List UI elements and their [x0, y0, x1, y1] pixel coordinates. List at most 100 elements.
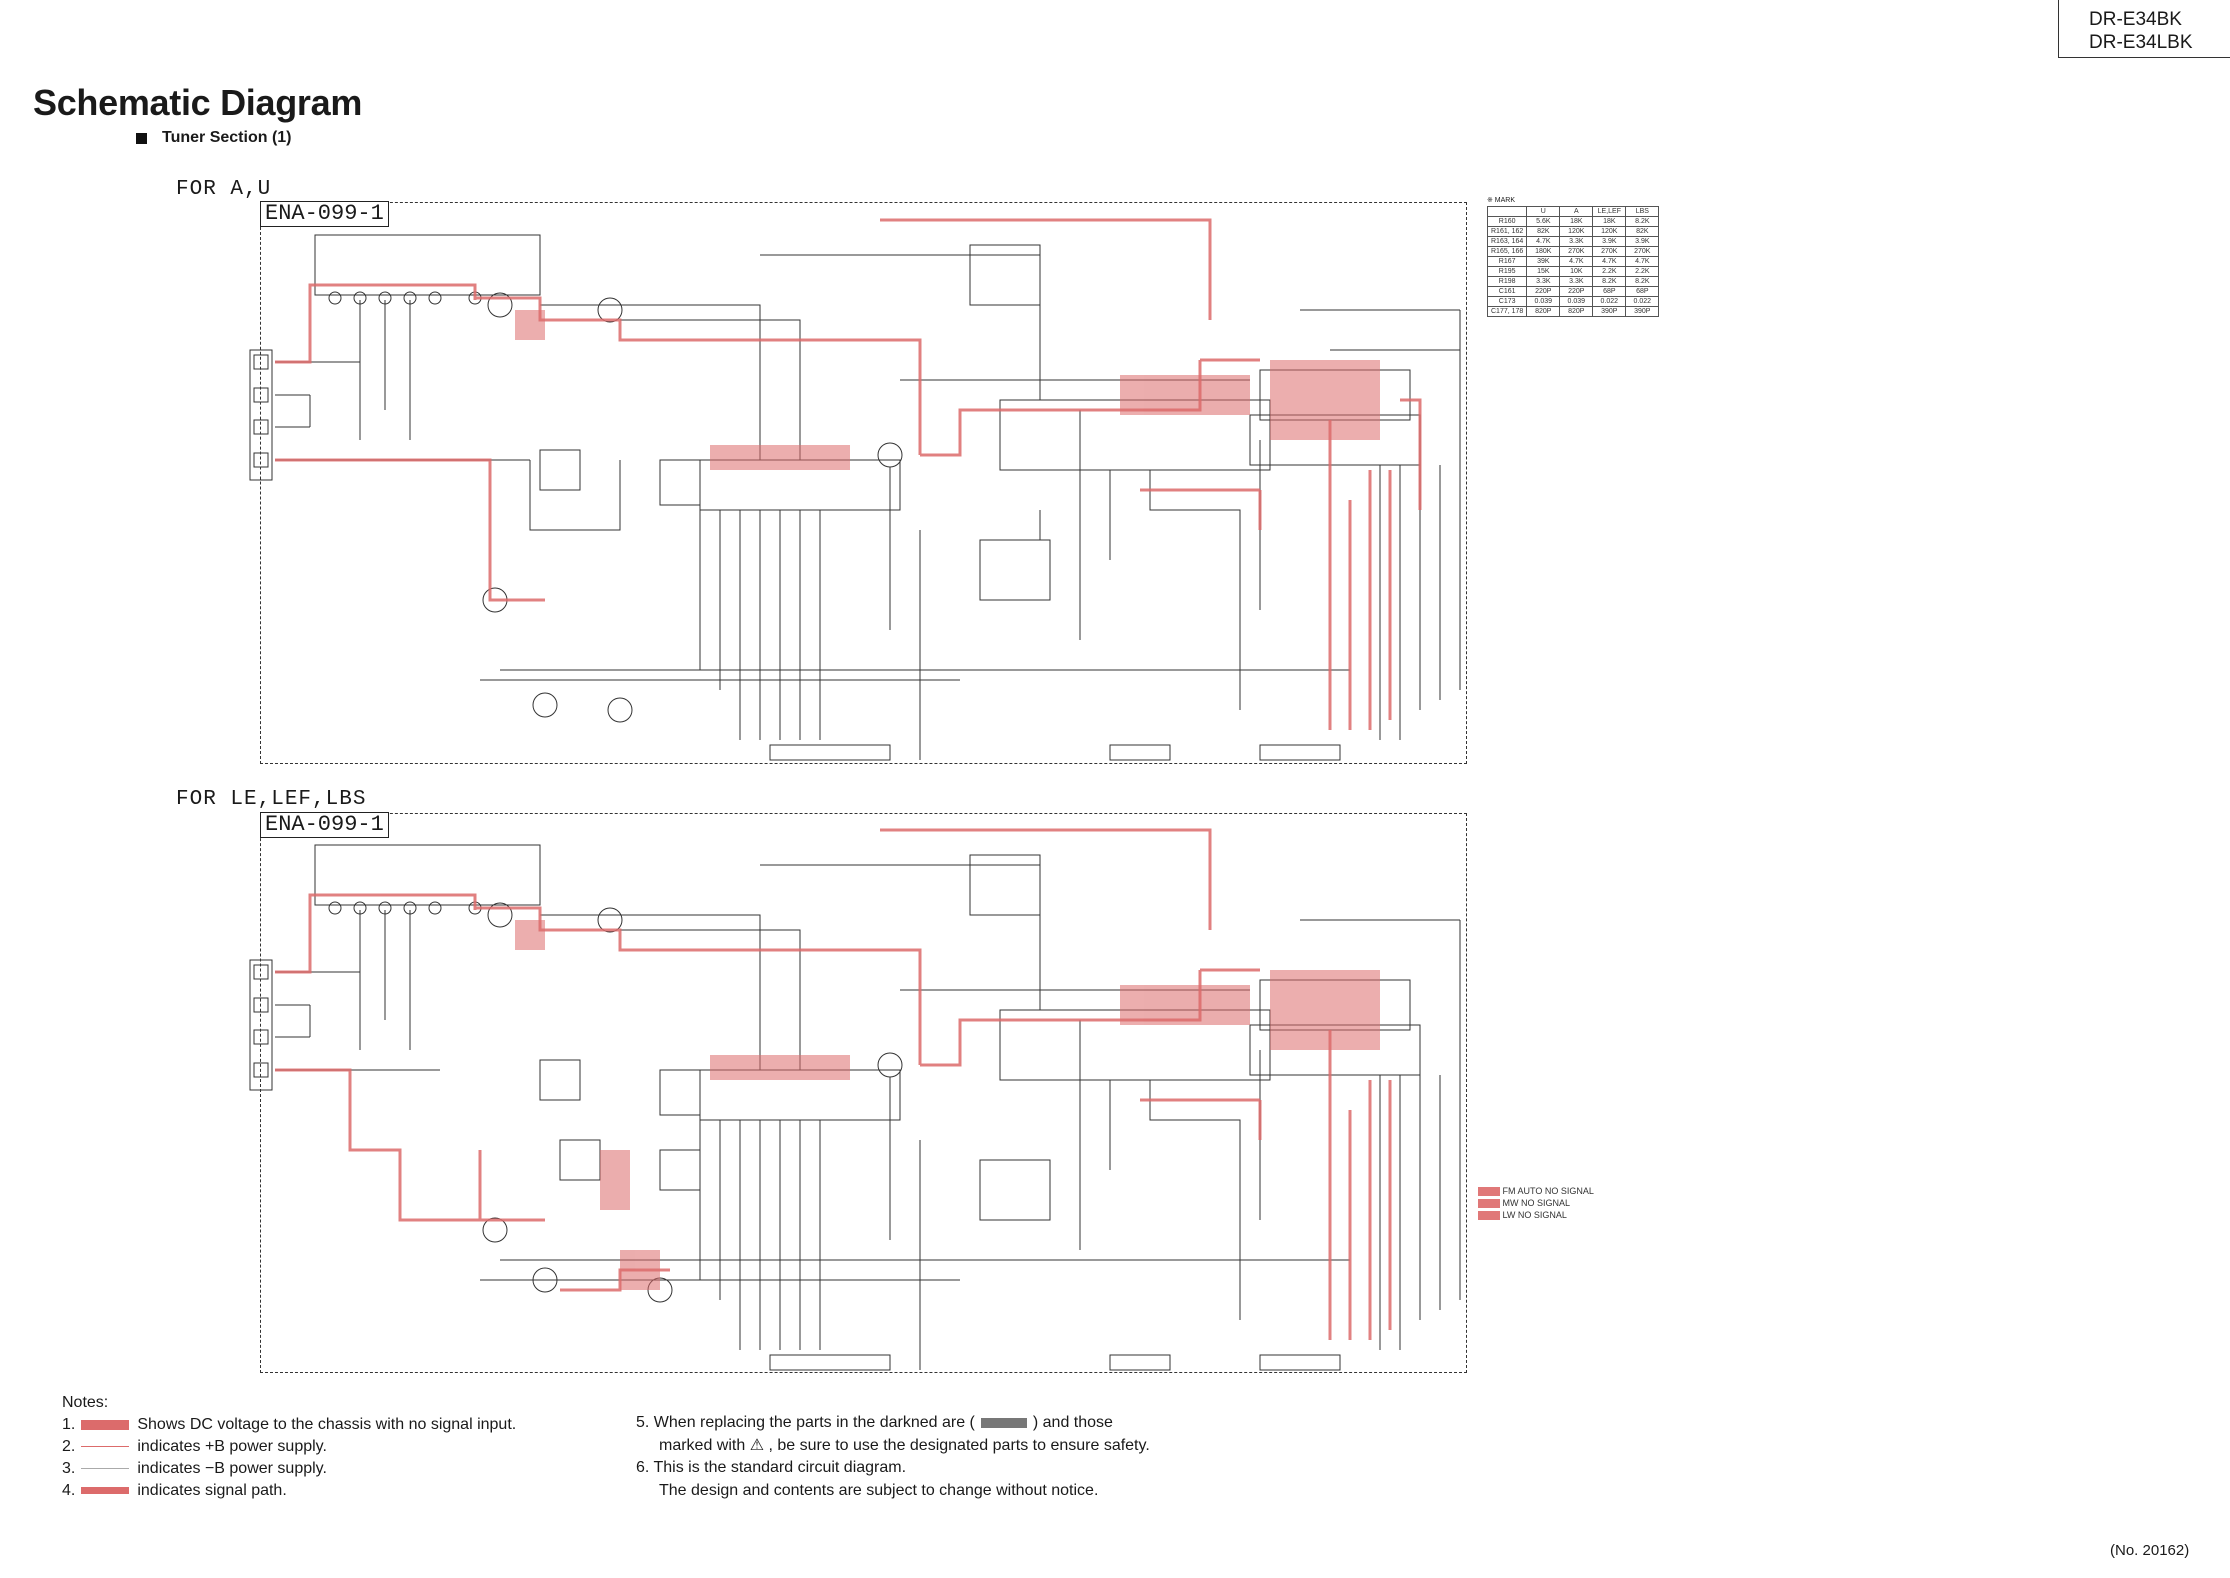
table-cell: 15K	[1526, 266, 1561, 277]
mark-table-caption: ※ MARK	[1487, 197, 1516, 204]
table-cell: R165, 166	[1486, 246, 1528, 257]
note-item: 4. indicates signal path.	[62, 1480, 516, 1502]
model-number-box: DR-E34BK DR-E34LBK	[2058, 0, 2230, 58]
legend-swatch	[1478, 1199, 1500, 1209]
table-cell: 5.6K	[1526, 216, 1561, 227]
table-cell: 270K	[1625, 246, 1660, 257]
note-number: 3.	[62, 1460, 76, 1477]
table-cell: 8.2K	[1592, 276, 1627, 287]
board-label-au: ENA-099-1	[260, 201, 389, 227]
note-text: indicates −B power supply.	[137, 1460, 327, 1477]
table-cell: 2.2K	[1625, 266, 1660, 277]
signal-legend: FM AUTO NO SIGNAL MW NO SIGNAL LW NO SIG…	[1478, 1185, 1594, 1221]
table-cell: 68P	[1592, 286, 1627, 297]
table-cell: 4.7K	[1559, 256, 1594, 267]
note-item: 5. When replacing the parts in the darkn…	[636, 1412, 1150, 1435]
table-cell: 82K	[1625, 226, 1660, 237]
note-item: 3. indicates −B power supply.	[62, 1458, 516, 1480]
table-header-cell: A	[1559, 206, 1594, 217]
minus-b-line-swatch	[81, 1468, 130, 1470]
table-cell: R167	[1486, 256, 1528, 267]
notes-heading: Notes:	[62, 1394, 109, 1411]
table-cell: 4.7K	[1592, 256, 1627, 267]
note-text: indicates +B power supply.	[137, 1438, 327, 1455]
table-cell: 82K	[1526, 226, 1561, 237]
notes-block-right: 5. When replacing the parts in the darkn…	[636, 1412, 1150, 1502]
note-number: 4.	[62, 1482, 76, 1499]
table-cell: 0.022	[1592, 296, 1627, 307]
darkened-area-swatch	[980, 1417, 1027, 1428]
note-number: 5.	[636, 1414, 650, 1431]
section-title: Tuner Section (1)	[162, 129, 292, 146]
table-cell: 3.3K	[1559, 236, 1594, 247]
table-cell: R195	[1486, 266, 1528, 277]
table-cell: 270K	[1592, 246, 1627, 257]
table-cell: R161, 162	[1486, 226, 1528, 237]
table-cell: 820P	[1526, 306, 1561, 317]
table-cell: 0.039	[1559, 296, 1594, 307]
table-row: U A LE,LEF LBS	[1486, 206, 1660, 217]
board-frame-au	[260, 202, 1467, 764]
table-cell: 4.7K	[1526, 236, 1561, 247]
note-text: The design and contents are subject to c…	[659, 1481, 1099, 1499]
table-cell: 390P	[1592, 306, 1627, 317]
note-text: When replacing the parts in the darkned …	[653, 1414, 975, 1431]
note-text: This is the standard circuit diagram.	[653, 1459, 907, 1476]
table-cell: 8.2K	[1625, 276, 1660, 287]
table-cell: 4.7K	[1625, 256, 1660, 267]
note-text: Shows DC voltage to the chassis with no …	[137, 1416, 517, 1433]
region-label-le: FOR LE,LEF,LBS	[176, 788, 367, 811]
table-cell: R163, 164	[1486, 236, 1528, 247]
table-cell: 180K	[1526, 246, 1561, 257]
table-cell: 18K	[1592, 216, 1627, 227]
table-cell: 0.022	[1625, 296, 1660, 307]
table-cell: 3.3K	[1559, 276, 1594, 287]
table-cell: 10K	[1559, 266, 1594, 277]
legend-label: FM AUTO NO SIGNAL	[1502, 1186, 1594, 1196]
schematic-drawing-au	[249, 218, 1461, 761]
note-item: 2. indicates +B power supply.	[62, 1436, 516, 1458]
note-number: 1.	[62, 1416, 76, 1433]
legend-row: LW NO SIGNAL	[1478, 1209, 1594, 1221]
table-cell: R198	[1486, 276, 1528, 287]
legend-swatch	[1478, 1187, 1500, 1197]
note-text: ) and those	[1032, 1414, 1113, 1431]
table-cell: 0.039	[1526, 296, 1561, 307]
table-cell: 3.3K	[1526, 276, 1561, 287]
page-title: Schematic Diagram	[33, 82, 363, 123]
note-text: marked with ⚠ , be sure to use the desig…	[659, 1436, 1150, 1454]
note-text: indicates signal path.	[137, 1482, 287, 1499]
table-cell: 3.9K	[1592, 236, 1627, 247]
document-number: (No. 20162)	[2110, 1542, 2190, 1559]
table-cell: R160	[1486, 216, 1528, 227]
section-bullet-icon	[136, 133, 147, 144]
table-cell: 2.2K	[1592, 266, 1627, 277]
table-cell: 220P	[1526, 286, 1561, 297]
table-cell: 390P	[1625, 306, 1660, 317]
table-cell: 39K	[1526, 256, 1561, 267]
model-line-1: DR-E34BK	[2089, 9, 2182, 30]
board-label-le: ENA-099-1	[260, 812, 389, 838]
table-header-cell: U	[1526, 206, 1561, 217]
legend-row: FM AUTO NO SIGNAL	[1478, 1185, 1594, 1197]
note-item: marked with ⚠ , be sure to use the desig…	[636, 1435, 1150, 1458]
table-cell: 270K	[1559, 246, 1594, 257]
legend-row: MW NO SIGNAL	[1478, 1197, 1594, 1209]
table-cell: 18K	[1559, 216, 1594, 227]
table-cell: 3.9K	[1625, 236, 1660, 247]
legend-label: LW NO SIGNAL	[1502, 1210, 1567, 1220]
note-item: The design and contents are subject to c…	[636, 1480, 1150, 1503]
plus-b-line-swatch	[81, 1446, 130, 1448]
note-number: 2.	[62, 1438, 76, 1455]
table-cell: C161	[1486, 286, 1528, 297]
table-cell: 120K	[1559, 226, 1594, 237]
note-item: 1. Shows DC voltage to the chassis with n…	[62, 1414, 516, 1436]
